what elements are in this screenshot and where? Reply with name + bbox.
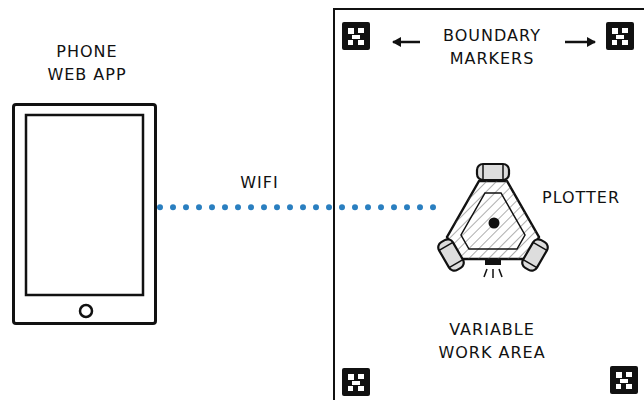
area-label: VARIABLE WORK AREA	[430, 318, 554, 364]
device-label: PHONE WEB APP	[41, 40, 133, 86]
phone-detail	[15, 106, 160, 328]
callout-label: BOUNDARY MARKERS	[432, 24, 552, 70]
phone-device: PHONE WEB APP	[12, 103, 157, 325]
plotter-robot	[439, 159, 549, 284]
pointer-arrow	[393, 41, 420, 44]
boundary-marker	[606, 22, 634, 50]
boundary-marker	[342, 22, 370, 50]
edge-label: WIFI	[237, 173, 281, 193]
plotter-node: PLOTTER	[439, 159, 644, 284]
boundary-marker	[342, 368, 370, 396]
boundary-marker	[610, 366, 638, 394]
wifi-link	[160, 204, 439, 210]
device-label: PLOTTER	[542, 186, 620, 209]
pointer-arrow	[565, 41, 595, 44]
